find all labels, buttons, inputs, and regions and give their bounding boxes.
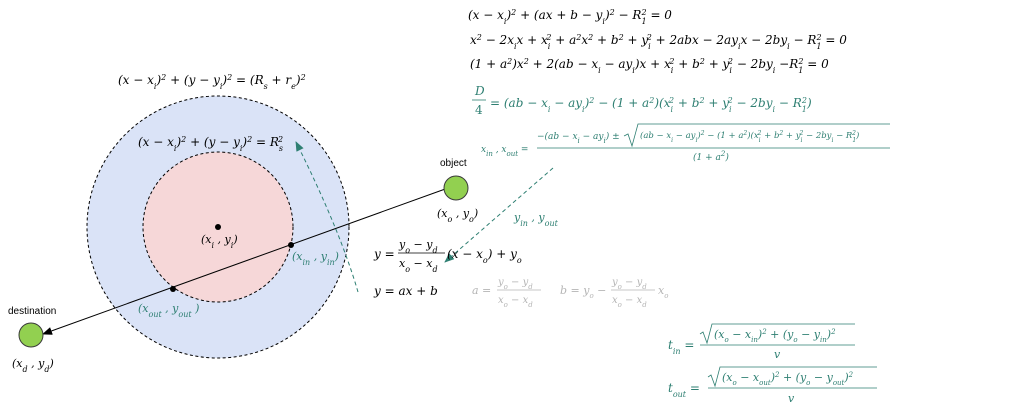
b-definition: b = yo − yo − yd xo − xd xo	[560, 277, 668, 309]
svg-text:b = yo −: b = yo −	[560, 284, 606, 300]
svg-text:tout =: tout =	[668, 381, 700, 399]
svg-text:(1 + a2): (1 + a2)	[693, 150, 729, 163]
line-equation: y = yo − yd xo − xd (x − xo) + yo	[373, 238, 522, 274]
radius-arrow	[295, 141, 359, 293]
svg-text:y =: y =	[373, 247, 395, 261]
svg-text:yo − yd: yo − yd	[611, 277, 647, 291]
svg-text:v: v	[774, 348, 781, 361]
svg-text:−(ab − xi − ayi) ±: −(ab − xi − ayi) ±	[537, 131, 620, 145]
center-coord: (xi , yi)	[201, 233, 238, 250]
svg-text:D: D	[474, 84, 485, 98]
svg-text:yo − yd: yo − yd	[398, 238, 438, 255]
svg-text:(xo − xin)2 + (yo − yin)2: (xo − xin)2 + (yo − yin)2	[714, 328, 836, 344]
svg-text:(x − xo) + yo: (x − xo) + yo	[447, 247, 522, 265]
svg-text:xo − xd: xo − xd	[399, 257, 438, 274]
svg-text:xo: xo	[658, 284, 668, 300]
destination-label: destination	[8, 306, 56, 317]
destination-point	[18, 322, 44, 348]
trajectory-line	[42, 187, 449, 335]
svg-text:= (ab − xi − ayi)2 − (1 + a2)(: = (ab − xi − ayi)2 − (1 + a2)(xi2 + b2 +…	[490, 96, 812, 114]
object-label: object	[440, 158, 467, 169]
t-in-equation: tin = (xo − xin)2 + (yo − yin)2 v	[668, 323, 855, 361]
equation-2: x2 − 2xix + xi2 + a2x2 + b2 + yi2 + 2abx…	[470, 33, 847, 51]
svg-text:xin , xout =: xin , xout =	[481, 145, 528, 158]
center-point	[215, 224, 221, 230]
t-out-equation: tout = (xo − xout)2 + (yo − yout)2 v	[668, 366, 877, 405]
object-coord: (xo , yo)	[437, 207, 478, 224]
object-point	[443, 175, 469, 201]
equation-3: (1 + a2)x2 + 2(ab − xi − ayi)x + xi2 + b…	[470, 57, 829, 75]
svg-text:(ab − xi − ayi)2 − (1 + a2)(xi: (ab − xi − ayi)2 − (1 + a2)(xi2 + b2 + y…	[640, 130, 859, 144]
y-in-out-label: yin , yout	[513, 211, 559, 228]
svg-text:(xo − xout)2 + (yo − yout)2: (xo − xout)2 + (yo − yout)2	[722, 371, 854, 387]
out-point	[170, 286, 176, 292]
svg-text:tin =: tin =	[668, 338, 694, 356]
discriminant-equation: D 4 = (ab − xi − ayi)2 − (1 + a2)(xi2 + …	[472, 84, 812, 117]
destination-coord: (xd , yd)	[12, 357, 54, 374]
in-point	[288, 242, 294, 248]
line-simple-equation: y = ax + b	[373, 284, 438, 298]
svg-text:v: v	[788, 392, 795, 405]
equation-1: (x − xi)2 + (ax + b − yi)2 − R12 = 0	[468, 8, 672, 26]
svg-text:4: 4	[475, 103, 483, 117]
solution-arrow	[444, 167, 554, 263]
svg-text:yo − yd: yo − yd	[497, 277, 533, 291]
svg-text:a =: a =	[472, 284, 491, 297]
outer-circle-equation: (x − xi)2 + (y − yi)2 = (Rs + re)2	[118, 73, 306, 91]
a-definition: a = yo − yd xo − xd	[472, 277, 541, 309]
roots-equation: xin , xout = −(ab − xi − ayi) ± (ab − xi…	[481, 123, 890, 163]
svg-text:xo − xd: xo − xd	[498, 295, 533, 309]
svg-text:xo − xd: xo − xd	[612, 295, 647, 309]
